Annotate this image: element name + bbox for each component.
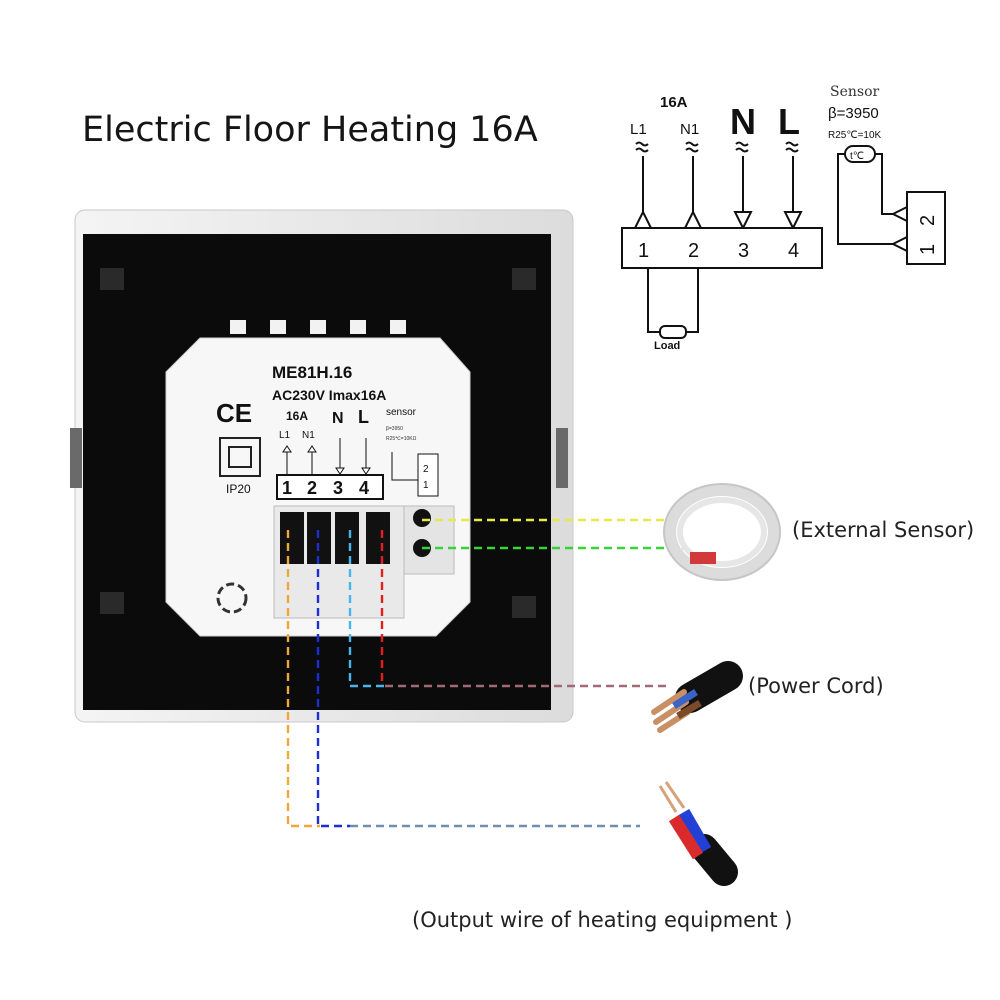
reset-hole-icon	[216, 582, 248, 614]
schematic-sensor-title: Sensor	[830, 84, 880, 100]
device-sensor-pin-2: 2	[423, 464, 429, 475]
schematic-term-label-l1: L1	[630, 121, 647, 138]
device-sensor-pin-1: 1	[423, 480, 429, 491]
device-term-num-3: 3	[333, 478, 343, 498]
power-cord-image	[651, 661, 743, 733]
wire-output-orange	[286, 530, 320, 828]
ce-mark: CE	[216, 398, 252, 428]
schematic-sensor-symbol: t℃	[850, 151, 864, 162]
external-sensor-coil-image	[663, 483, 781, 581]
power-cord-callout: (Power Cord)	[748, 674, 884, 698]
ip-rating: IP20	[226, 482, 251, 496]
wiring-schematic: 16A L1 N1 N L 1 2 3 4 Load Sens	[621, 84, 946, 352]
schematic-sensor-pin-1: 1	[917, 244, 939, 255]
schematic-term-label-n1: N1	[680, 121, 699, 138]
schematic-term-num-2: 2	[688, 240, 699, 262]
schematic-sensor-pin-2: 2	[917, 215, 939, 226]
schematic-term-label-l: L	[778, 101, 800, 142]
wire-power-lightblue	[348, 530, 385, 688]
double-insulation-icon	[219, 437, 261, 477]
schematic-sensor-beta: β=3950	[828, 105, 879, 122]
device-term-label-n1: N1	[302, 430, 315, 441]
schematic-term-label-n: N	[730, 101, 756, 142]
schematic-term-num-3: 3	[738, 240, 749, 262]
schematic-term-num-1: 1	[638, 240, 649, 262]
schematic-load-label: Load	[654, 340, 680, 352]
schematic-sensor-resistance: R25℃=10K	[828, 130, 882, 141]
device-sensor-text: sensor	[386, 407, 417, 418]
page-title: Electric Floor Heating 16A	[82, 110, 538, 150]
device-sensor-res: R25℃=10KΩ	[386, 436, 417, 442]
external-sensor-callout: (External Sensor)	[792, 518, 975, 542]
device-term-num-1: 1	[282, 478, 292, 498]
schematic-rating: 16A	[660, 94, 688, 111]
device-model: ME81H.16	[272, 363, 352, 382]
device-term-label-l: L	[358, 407, 369, 427]
device-term-num-4: 4	[359, 478, 369, 498]
device-term-label-l1: L1	[279, 430, 291, 441]
schematic-term-num-4: 4	[788, 240, 799, 262]
output-cable-image	[658, 781, 738, 886]
device-sensor-beta: β=3950	[386, 426, 403, 432]
device-spec: AC230V Imax16A	[272, 387, 386, 403]
device-term-label-n: N	[332, 410, 344, 427]
device-rating: 16A	[286, 409, 308, 423]
device-term-num-2: 2	[307, 478, 317, 498]
output-wire-callout: (Output wire of heating equipment )	[412, 908, 793, 932]
wire-output-blue	[316, 530, 350, 828]
